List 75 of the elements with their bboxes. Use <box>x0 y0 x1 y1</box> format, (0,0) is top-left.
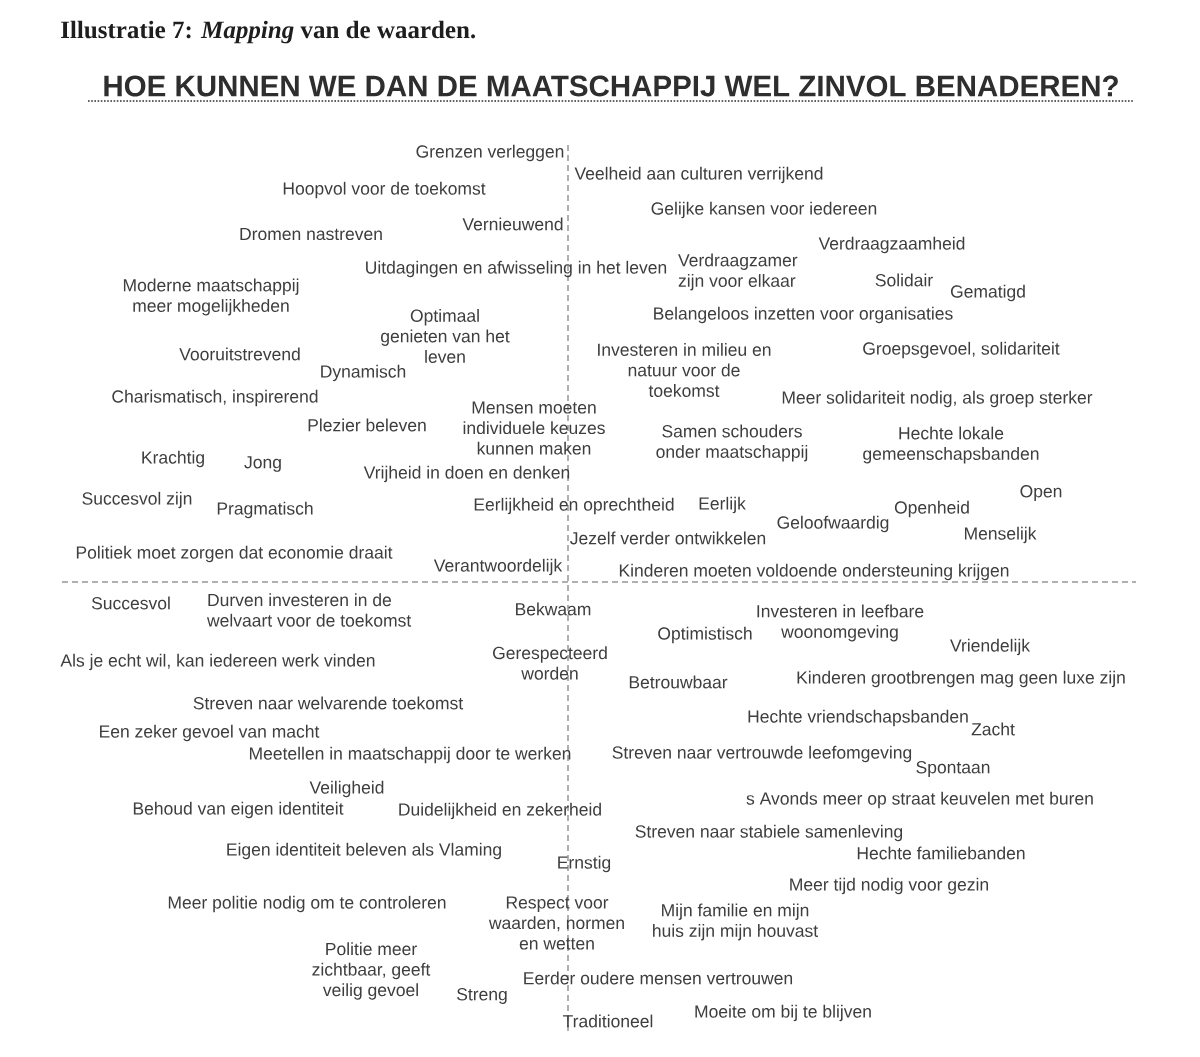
value-label: Jezelf verder ontwikkelen <box>570 531 766 545</box>
value-label: Hoopvol voor de toekomst <box>283 181 486 199</box>
value-label: Charismatisch, inspirerend <box>112 389 318 407</box>
value-label: Investeren in leefbare woonomgeving <box>757 604 924 642</box>
value-label: Vooruitstrevend <box>179 347 300 361</box>
value-label: Meetellen in maatschappij door te werken <box>249 746 571 764</box>
value-label: Openheid <box>894 500 969 518</box>
value-label: Eigen identiteit beleven als Vlaming <box>227 842 501 860</box>
value-label: Optimistisch <box>658 626 752 644</box>
value-label: Pragmatisch <box>217 501 313 519</box>
value-label: Menselijk <box>965 526 1037 544</box>
value-label: Dynamisch <box>321 364 406 382</box>
value-label: Hechte vriendschapsbanden <box>748 709 968 727</box>
value-label: Streven naar stabiele samenleving <box>635 824 903 842</box>
value-label: Hechte lokale gemeenschapsbanden <box>863 426 1039 464</box>
value-label: s Avonds meer op straat keuvelen met buren <box>746 791 1093 809</box>
value-label: Een zeker gevoel van macht <box>100 724 320 742</box>
value-label: Succesvol zijn <box>82 491 192 509</box>
value-label: Kinderen grootbrengen mag geen luxe zijn <box>797 670 1125 688</box>
value-label: Vriendelijk <box>950 638 1031 656</box>
value-label: Jong <box>244 456 281 472</box>
value-label: Politie meer zichtbaar, geeft veilig gevoel <box>312 942 431 1000</box>
value-label: Duidelijkheid en zekerheid <box>399 802 601 820</box>
value-label: Eerder oudere mensen vertrouwen <box>524 971 793 985</box>
value-label: Gerespecteerd worden <box>493 646 607 680</box>
value-label: Uitdagingen en afwisseling in het leven <box>366 260 667 278</box>
value-label: Geloofwaardig <box>777 515 889 533</box>
value-label: Investeren in milieu en natuur voor de toekomst <box>598 343 771 397</box>
value-label: Bekwaam <box>516 602 591 616</box>
value-label: Verdraagzamer zijn voor elkaar <box>678 253 798 291</box>
value-label: Meer solidariteit nodig, als groep sterker <box>782 390 1093 408</box>
value-label: Vrijheid in doen en denken <box>363 465 570 483</box>
value-label: Verdraagzaamheid <box>818 236 965 254</box>
value-label: Politiek moet zorgen dat economie draait <box>76 545 393 563</box>
value-label: Zacht <box>971 722 1015 736</box>
value-label: Moeite om bij te blijven <box>695 1004 871 1022</box>
value-label: Open <box>1020 485 1062 501</box>
title: HOE KUNNEN WE DAN DE MAATSCHAPPIJ WEL ZINVOL BENADEREN? <box>87 75 1134 102</box>
value-label: Traditioneel <box>563 1014 653 1028</box>
value-label: Groepsgevoel, solidariteit <box>863 341 1060 359</box>
value-label: Mensen moeten individuele keuzes kunnen maken <box>463 401 605 455</box>
value-label: Dromen nastreven <box>240 227 382 241</box>
value-label: Gelijke kansen voor iedereen <box>651 201 877 219</box>
value-label: Solidair <box>875 273 933 287</box>
value-label: Krachtig <box>142 450 204 468</box>
value-label: Hechte familiebanden <box>857 846 1025 860</box>
value-label: Samen schouders onder maatschappij <box>656 424 808 462</box>
value-label: Durven investeren in de welvaart voor de toekomst <box>206 593 412 627</box>
value-label: Kinderen moeten voldoende ondersteuning krijgen <box>619 563 1009 581</box>
value-label: Veelheid aan culturen verrijkend <box>574 166 823 184</box>
value-label: Vernieuwend <box>462 217 563 231</box>
value-label: Behoud van eigen identiteit <box>133 801 344 819</box>
value-label: Respect voor waarden, normen en wetten <box>488 896 624 950</box>
value-label: Gematigd <box>950 284 1025 302</box>
value-label: Spontaan <box>916 761 990 777</box>
value-label: Streven naar welvarende toekomst <box>193 696 464 710</box>
value-label: Ernstig <box>558 855 611 873</box>
value-label: Eerlijkheid en oprechtheid <box>474 497 674 515</box>
value-label: Mijn familie en mijn huis zijn mijn houvast <box>653 903 818 941</box>
value-label: Meer politie nodig om te controleren <box>168 895 446 913</box>
value-label: Grenzen verleggen <box>416 144 564 162</box>
value-label: Als je echt wil, kan iedereen werk vinden <box>60 653 375 671</box>
value-label: Plezier beleven <box>308 418 426 432</box>
value-label: Eerlijk <box>699 496 746 514</box>
value-label: Optimaal genieten van het leven <box>381 309 510 363</box>
value-label: Moderne maatschappij meer mogelijkheden <box>123 278 299 316</box>
value-label: Streng <box>457 988 507 1004</box>
value-label: Meer tijd nodig voor gezin <box>790 877 988 895</box>
value-label: Belangeloos inzetten voor organisaties <box>654 306 953 324</box>
value-label: Veiligheid <box>309 780 384 798</box>
figure-caption: Illustratie 7: Mapping van de waarden. <box>61 20 476 44</box>
value-label: Verantwoordelijk <box>433 558 563 576</box>
value-label: Streven naar vertrouwde leefomgeving <box>612 745 912 763</box>
value-label: Succesvol <box>91 596 170 610</box>
value-label: Betrouwbaar <box>629 675 728 689</box>
